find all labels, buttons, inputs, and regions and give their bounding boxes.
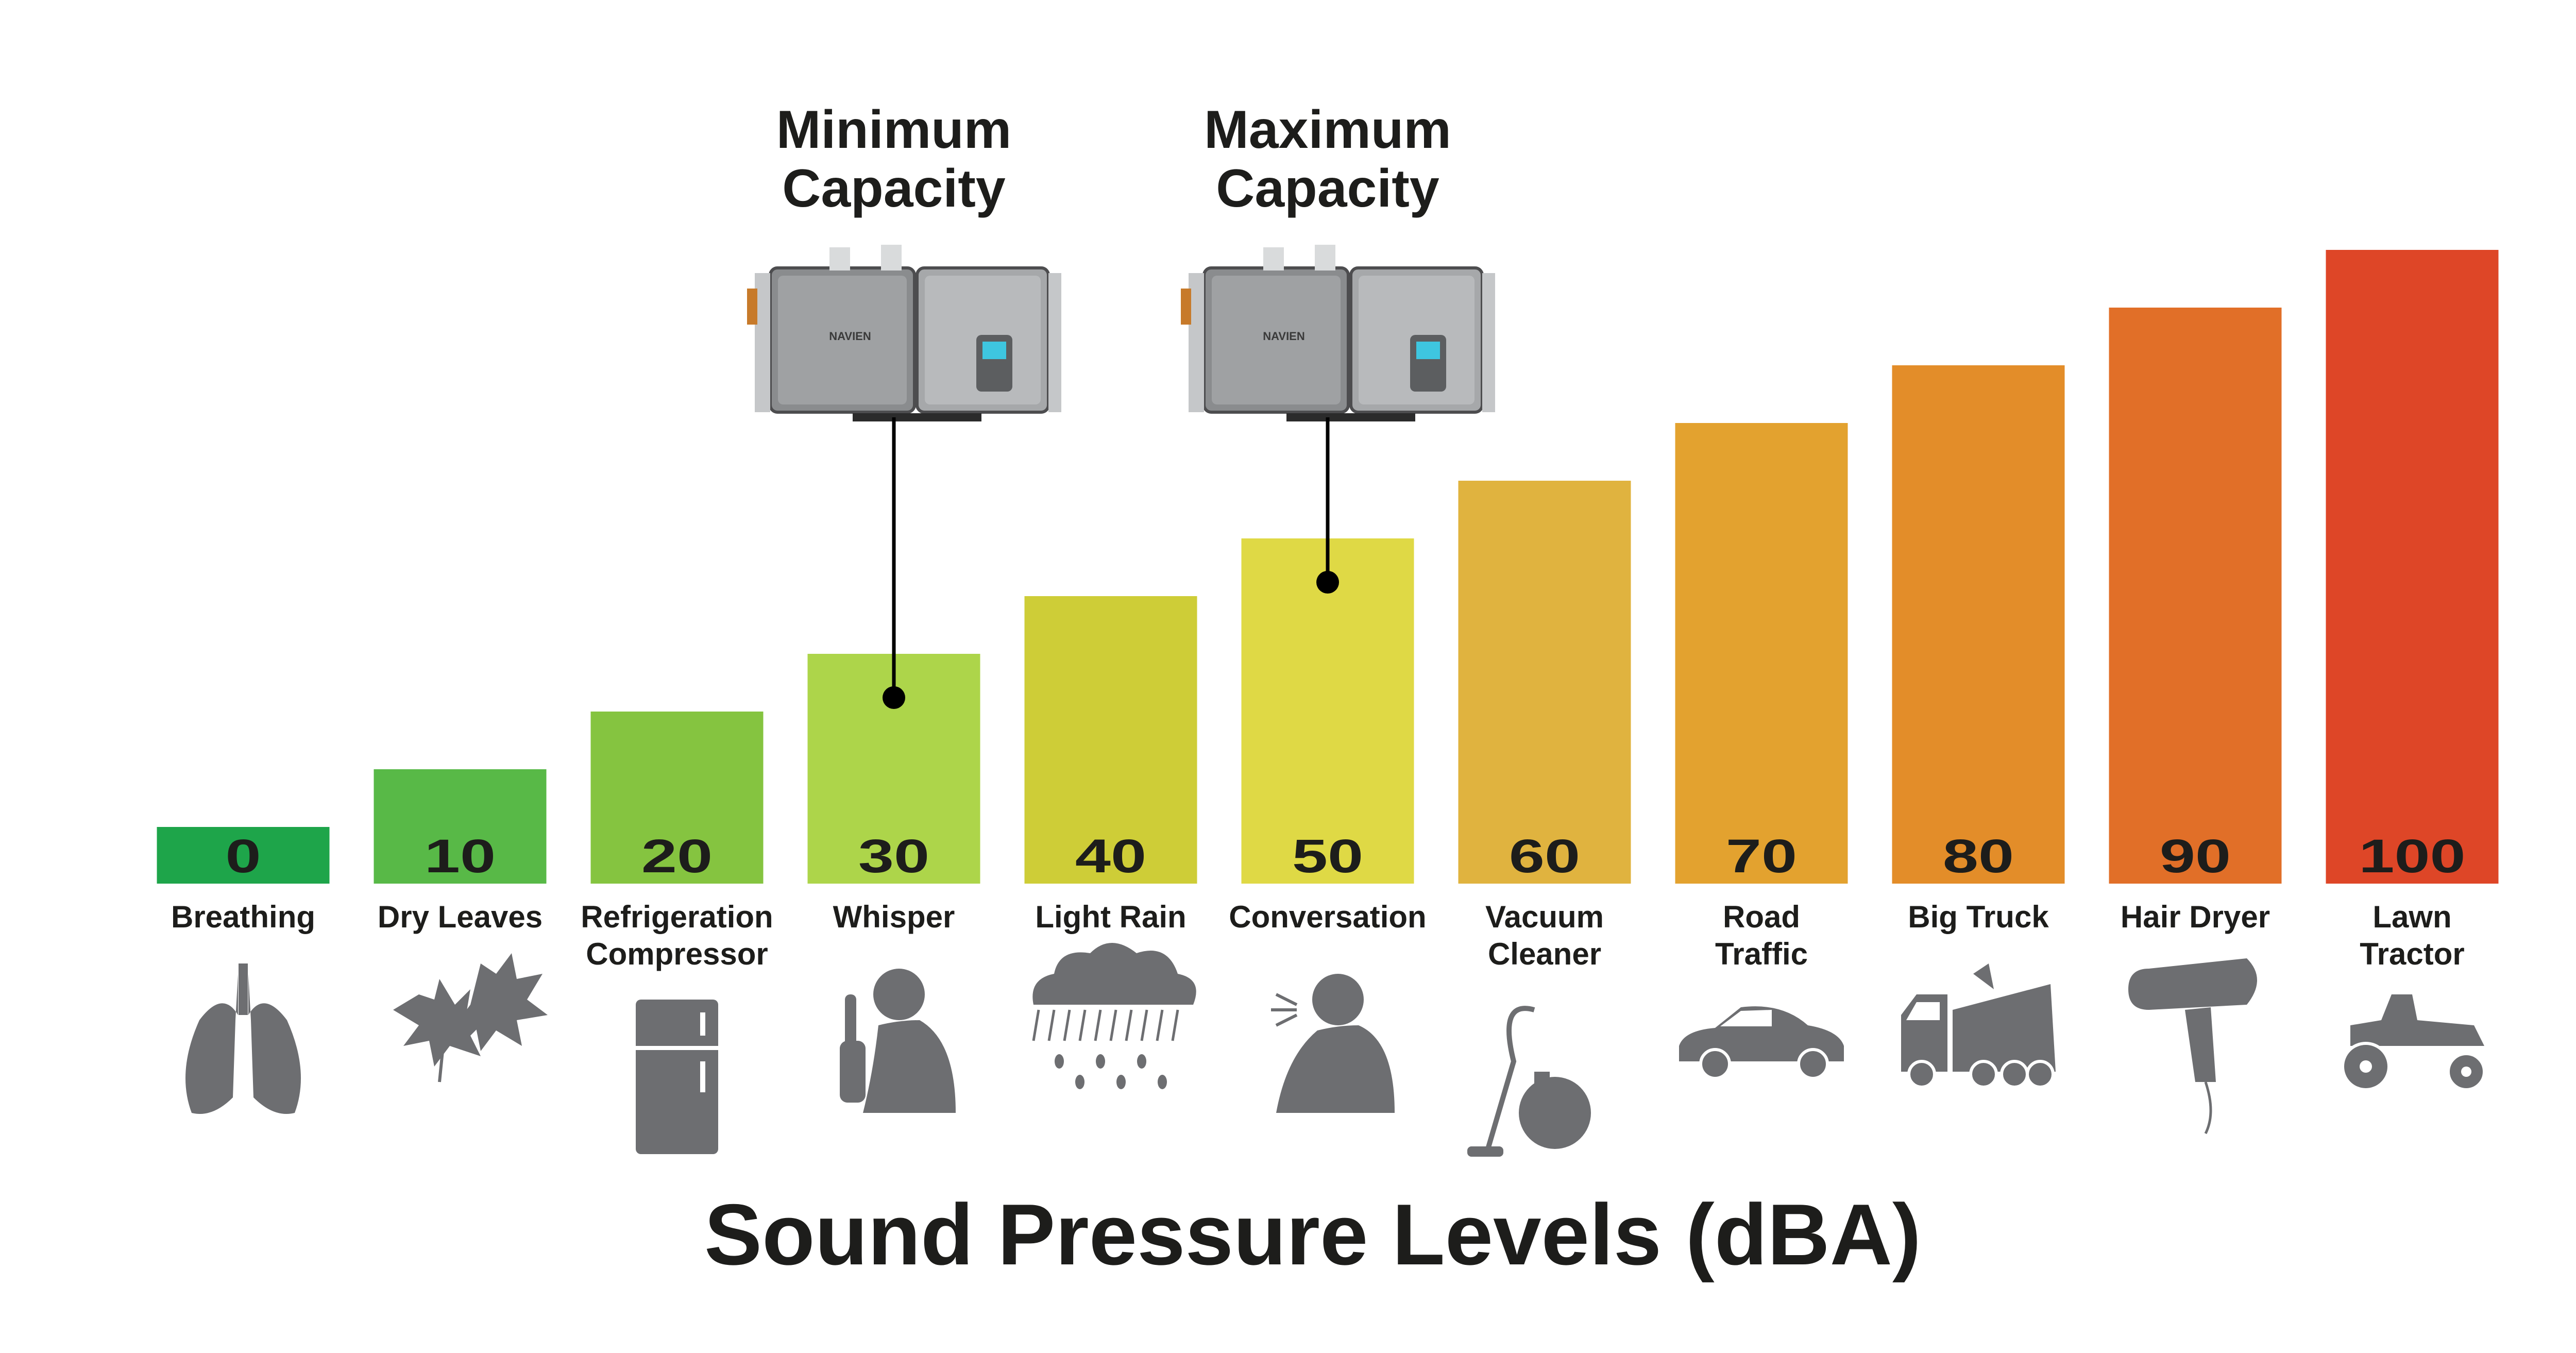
brand-label-0: NAVIEN: [829, 330, 871, 343]
heater-unit-0: NAVIEN: [747, 245, 1061, 421]
category-label-3: Whisper: [833, 900, 955, 934]
value-label-4: 40: [1075, 830, 1146, 883]
car-icon: [1679, 1006, 1844, 1080]
hair-dryer-icon: [2128, 958, 2257, 1135]
bar-4: [1024, 596, 1197, 884]
category-label-9: Hair Dryer: [2121, 900, 2270, 934]
category-label-7-1: Traffic: [1715, 937, 1808, 971]
refrigerator-icon: [636, 1000, 718, 1154]
lungs-icon: [185, 963, 301, 1114]
value-label-7: 70: [1726, 830, 1797, 883]
brand-label-1: NAVIEN: [1263, 330, 1305, 343]
bar-5: [1241, 538, 1414, 884]
bar-9: [2109, 308, 2282, 884]
lawn-tractor-icon: [2341, 994, 2486, 1091]
value-label-3: 30: [858, 830, 929, 883]
bar-0: [157, 827, 330, 884]
connector-dot-1: [1316, 571, 1339, 594]
bar-8: [1892, 365, 2065, 884]
value-label-1: 10: [425, 830, 496, 883]
category-label-10-0: Lawn: [2372, 900, 2451, 934]
truck-icon: [1901, 963, 2056, 1089]
bar-10: [2326, 250, 2499, 884]
category-label-8: Big Truck: [1908, 900, 2049, 934]
category-label-2-0: Refrigeration: [581, 900, 773, 934]
value-label-10: 100: [2359, 830, 2465, 883]
category-label-6-0: Vacuum: [1485, 900, 1604, 934]
chart-title: Sound Pressure Levels (dBA): [704, 1186, 1921, 1283]
vacuum-cleaner-icon: [1467, 1006, 1591, 1157]
display-screen: [1416, 342, 1440, 359]
bar-6: [1458, 481, 1631, 884]
category-label-4: Light Rain: [1035, 900, 1186, 934]
value-label-0: 0: [225, 830, 261, 883]
rain-cloud-icon: [1032, 943, 1196, 1089]
value-label-9: 90: [2160, 830, 2231, 883]
value-label-2: 20: [641, 830, 713, 883]
display-screen: [982, 342, 1006, 359]
speaking-person-icon: [1271, 974, 1395, 1113]
bar-2: [590, 712, 764, 884]
bar-1: [374, 769, 547, 884]
value-label-8: 80: [1943, 830, 2014, 883]
category-label-1: Dry Leaves: [378, 900, 543, 934]
category-label-5: Conversation: [1229, 900, 1426, 934]
category-label-6-1: Cleaner: [1488, 937, 1601, 971]
value-label-5: 50: [1292, 830, 1363, 883]
whisper-icon: [840, 969, 956, 1113]
callout-title-minimum: Minimum Capacity: [776, 100, 1012, 218]
category-label-0: Breathing: [171, 900, 315, 934]
category-label-2-1: Compressor: [586, 937, 768, 971]
category-label-10-1: Tractor: [2360, 937, 2464, 971]
heater-unit-1: NAVIEN: [1181, 245, 1495, 421]
connector-dot-0: [883, 686, 905, 709]
category-label-7-0: Road: [1723, 900, 1800, 934]
value-label-6: 60: [1509, 830, 1580, 883]
leaves-icon: [393, 953, 548, 1083]
bar-7: [1675, 423, 1848, 884]
callout-title-maximum: Maximum Capacity: [1204, 100, 1451, 218]
